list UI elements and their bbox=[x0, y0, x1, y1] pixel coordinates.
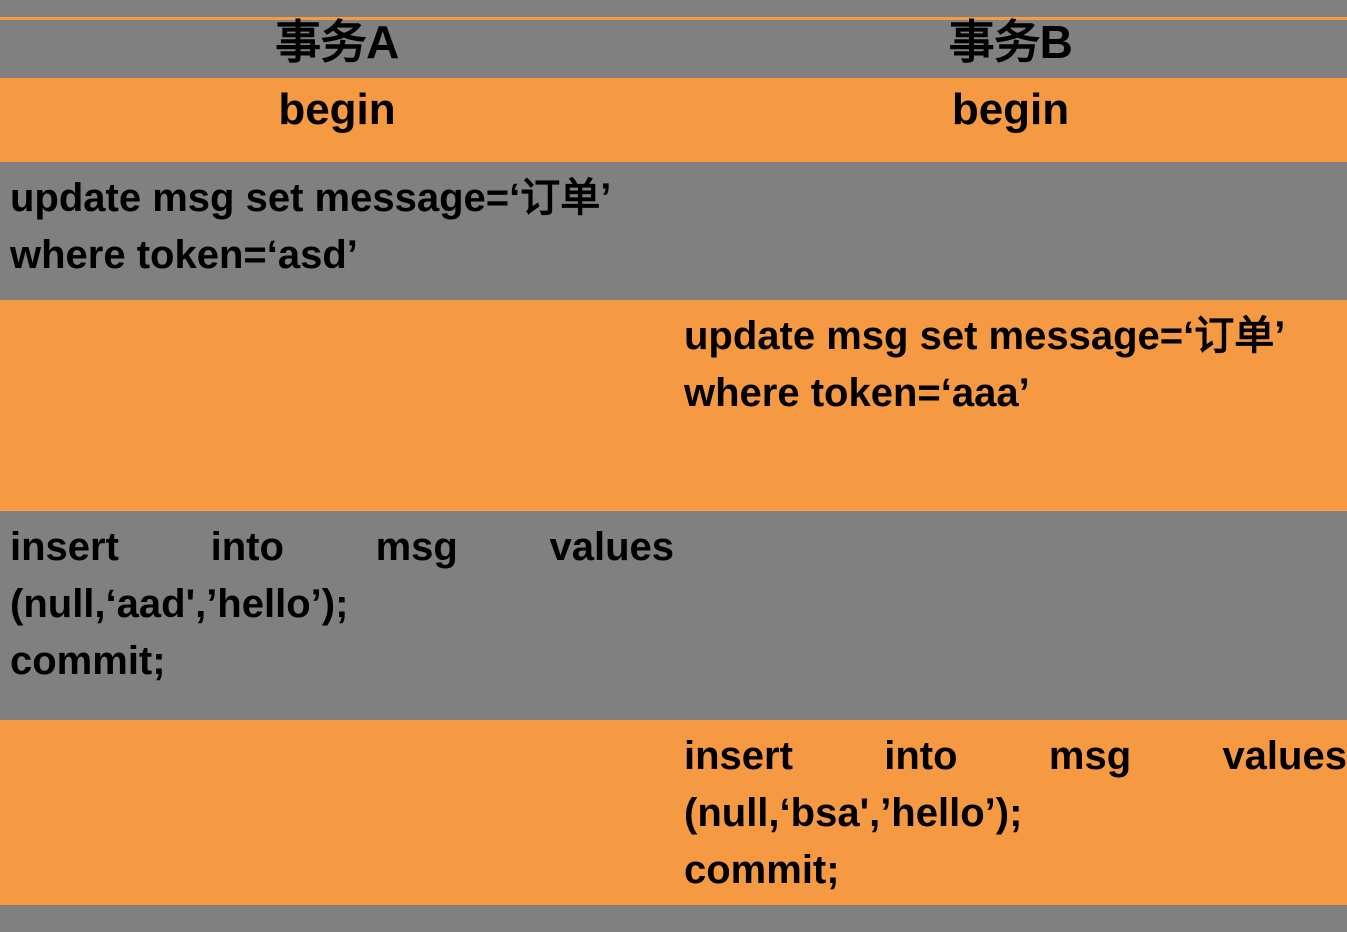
insert-a-word-2: into bbox=[210, 525, 284, 569]
statement-insert-b-line-2: (null,‘bsa',’hello’); bbox=[684, 791, 1023, 836]
statement-commit-a: commit; bbox=[10, 639, 166, 684]
insert-b-word-2: into bbox=[884, 734, 958, 778]
table-row-begin: begin begin bbox=[0, 78, 1347, 162]
top-divider-rule bbox=[0, 17, 1347, 20]
statement-update-b-line-2: where token=‘aaa’ bbox=[684, 371, 1030, 416]
statement-commit-b: commit; bbox=[684, 848, 840, 893]
insert-b-word-1: insert bbox=[684, 734, 793, 778]
statement-update-a-line-1: update msg set message=‘订单’ bbox=[10, 176, 612, 220]
insert-a-word-3: msg bbox=[375, 525, 458, 569]
update-cell-a-empty-b bbox=[674, 162, 1347, 300]
statement-update-a: update msg set message=‘订单’ where token=… bbox=[10, 170, 674, 284]
insert-cell-a-empty-b bbox=[674, 511, 1347, 720]
column-title-transaction-b: 事务B bbox=[948, 16, 1073, 68]
insert-cell-b: insert into msg values (null,‘bsa',’hell… bbox=[674, 720, 1347, 905]
table-row-insert-a: insert into msg values (null,‘aad',’hell… bbox=[0, 511, 1347, 720]
table-row-update-a: update msg set message=‘订单’ where token=… bbox=[0, 162, 1347, 300]
insert-cell-b-empty-a bbox=[0, 720, 674, 905]
table-row-footer bbox=[0, 905, 1347, 932]
statement-update-b-line-1: update msg set message=‘订单’ bbox=[684, 314, 1286, 358]
statement-insert-a-line-1: insert into msg values bbox=[10, 519, 674, 576]
table-row-update-b: update msg set message=‘订单’ where token=… bbox=[0, 300, 1347, 511]
statement-insert-a-line-2: (null,‘aad',’hello’); bbox=[10, 582, 349, 627]
begin-cell-a: begin bbox=[0, 78, 674, 162]
header-cell-transaction-b: 事务B bbox=[674, 16, 1347, 78]
statement-insert-b: insert into msg values (null,‘bsa',’hell… bbox=[684, 728, 1347, 900]
statement-insert-a: insert into msg values (null,‘aad',’hell… bbox=[10, 519, 674, 691]
statement-begin-a: begin bbox=[278, 85, 396, 134]
update-cell-b-empty-a bbox=[0, 300, 674, 511]
insert-cell-a: insert into msg values (null,‘aad',’hell… bbox=[0, 511, 674, 720]
header-cell-transaction-a: 事务A bbox=[0, 16, 674, 78]
update-cell-b: update msg set message=‘订单’ where token=… bbox=[674, 300, 1347, 511]
table-row-header: 事务A 事务B bbox=[0, 16, 1347, 78]
statement-update-a-line-2: where token=‘asd’ bbox=[10, 233, 358, 278]
statement-begin-b: begin bbox=[951, 85, 1070, 134]
update-cell-a: update msg set message=‘订单’ where token=… bbox=[0, 162, 674, 300]
statement-insert-b-line-1: insert into msg values bbox=[684, 728, 1347, 785]
insert-b-word-3: msg bbox=[1048, 734, 1132, 778]
insert-a-word-4: values bbox=[549, 525, 674, 569]
insert-a-word-1: insert bbox=[10, 525, 119, 569]
insert-b-word-4: values bbox=[1222, 734, 1347, 778]
statement-update-b: update msg set message=‘订单’ where token=… bbox=[684, 308, 1347, 422]
table-row-insert-b: insert into msg values (null,‘bsa',’hell… bbox=[0, 720, 1347, 905]
begin-cell-b: begin bbox=[674, 78, 1347, 162]
column-title-transaction-a: 事务A bbox=[275, 16, 399, 68]
